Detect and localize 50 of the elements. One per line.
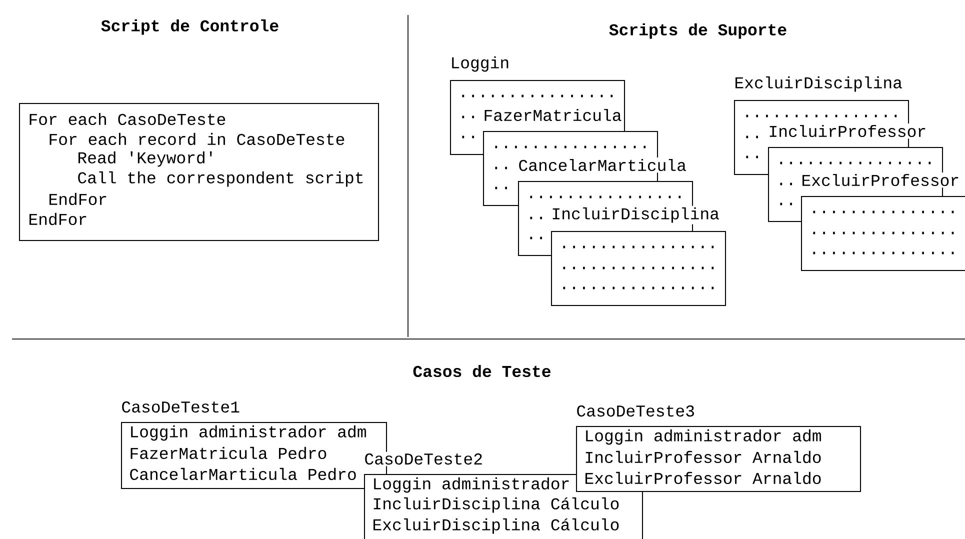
script-line: ............... <box>813 252 954 254</box>
card-title: Loggin <box>448 54 512 74</box>
code-line: Read 'Keyword' <box>78 151 212 167</box>
code-line: EndFor <box>50 192 106 206</box>
script-line: .. <box>746 136 758 138</box>
card-title: CasoDeTeste1 <box>120 400 242 414</box>
test-step-line: ExcluirDisciplina Cálculo <box>374 518 619 534</box>
code-line: Call the correspondent script <box>78 171 363 187</box>
script-line: ................ <box>746 114 897 118</box>
code-line: For each record in CasoDeTeste <box>50 132 344 146</box>
script-line: ................ <box>563 266 714 270</box>
script-line: .. <box>462 136 474 138</box>
script-line: .. <box>746 156 758 158</box>
script-line: .. <box>780 182 792 186</box>
script-line: ................ <box>495 146 646 148</box>
script-line: ............... <box>813 232 954 234</box>
card-title: ExcluirDisciplina <box>732 74 904 94</box>
test-step-line: ExcluirProfessor Arnaldo <box>586 472 821 484</box>
script-line: .. <box>530 236 542 240</box>
code-line: For each CasoDeTeste <box>30 112 226 126</box>
card-title: CasoDeTeste3 <box>574 404 697 418</box>
script-line: .. <box>495 166 507 170</box>
script-line: ............... <box>813 210 954 214</box>
code-box <box>19 103 379 241</box>
card-title: CancelarMarticula <box>516 157 688 173</box>
test-step-line: IncluirProfessor Arnaldo <box>586 450 821 464</box>
script-line: ................ <box>530 196 681 198</box>
script-line: ................ <box>462 94 613 98</box>
test-step-line: Loggin administrador <box>374 477 569 493</box>
card-title: CasoDeTeste2 <box>362 452 485 466</box>
script-line: ................ <box>780 162 931 164</box>
code-line: EndFor <box>30 212 86 226</box>
test-step-line: CancelarMarticula Pedro <box>130 468 356 480</box>
script-line: .. <box>462 116 474 118</box>
card-title: IncluirDisciplina <box>550 206 722 224</box>
script-line: .. <box>530 216 542 220</box>
section-heading: Script de Controle <box>101 19 278 35</box>
test-step-line: Loggin administrador adm <box>586 429 821 445</box>
card-title: IncluirProfessor <box>766 123 928 139</box>
test-step-line: IncluirDisciplina Cálculo <box>374 497 619 513</box>
card-title: FazerMatricula <box>482 107 624 123</box>
script-line: ................ <box>563 286 714 290</box>
test-step-line: Loggin administrador adm <box>131 425 366 441</box>
section-heading: Casos de Teste <box>413 364 550 378</box>
script-line: ................ <box>563 246 714 248</box>
section-heading: Scripts de Suporte <box>609 23 786 39</box>
script-line: .. <box>495 186 507 190</box>
test-step-line: FazerMatricula Pedro <box>130 446 326 460</box>
script-line: .. <box>780 202 792 206</box>
card-title: ExcluirProfessor <box>800 172 962 188</box>
